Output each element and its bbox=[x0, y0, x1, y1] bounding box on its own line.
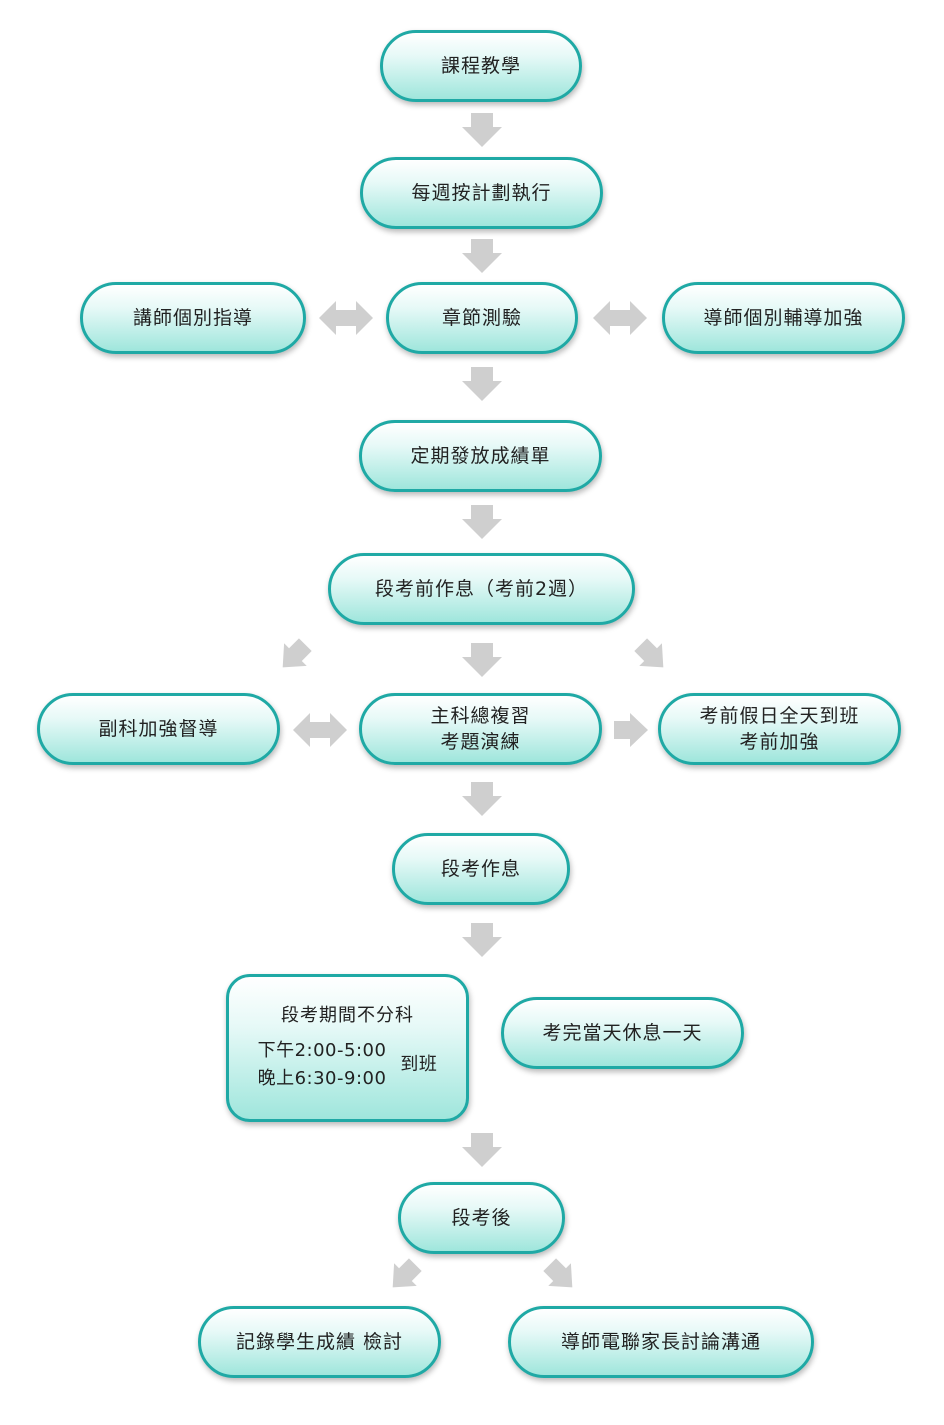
node-exam-period-body: 下午2:00-5:00 晚上6:30-9:00 到班 bbox=[258, 1037, 438, 1093]
node-lecturer-guidance: 講師個別指導 bbox=[80, 282, 306, 354]
node-main-subjects-line-1: 主科總複習 bbox=[430, 705, 531, 727]
node-chapter-quiz-label: 章節測驗 bbox=[441, 307, 522, 329]
node-holiday-review: 考前假日全天到班 考前加強 bbox=[658, 693, 901, 765]
node-main-subjects-line-2: 考題演練 bbox=[440, 731, 521, 753]
node-weekly-plan-label: 每週按計劃執行 bbox=[411, 182, 552, 204]
node-record-scores: 記錄學生成績 檢討 bbox=[198, 1306, 441, 1378]
node-chapter-quiz: 章節測驗 bbox=[386, 282, 578, 354]
node-teaching-label: 課程教學 bbox=[440, 55, 521, 77]
node-parent-contact-label: 導師電聯家長討論溝通 bbox=[560, 1331, 761, 1353]
node-lecturer-guidance-label: 講師個別指導 bbox=[132, 307, 253, 329]
node-minor-subjects: 副科加強督導 bbox=[37, 693, 280, 765]
node-main-subjects: 主科總複習 考題演練 bbox=[359, 693, 602, 765]
node-exam-schedule: 段考作息 bbox=[392, 833, 570, 905]
node-pre-exam-schedule-label: 段考前作息（考前2週） bbox=[374, 578, 589, 600]
node-minor-subjects-label: 副科加強督導 bbox=[98, 718, 219, 740]
node-exam-schedule-label: 段考作息 bbox=[440, 858, 521, 880]
node-exam-period-times: 下午2:00-5:00 晚上6:30-9:00 bbox=[258, 1037, 387, 1093]
node-pre-exam-schedule: 段考前作息（考前2週） bbox=[328, 553, 635, 625]
node-after-exam-label: 段考後 bbox=[451, 1207, 512, 1229]
node-report-card: 定期發放成績單 bbox=[359, 420, 602, 492]
node-rest-day: 考完當天休息一天 bbox=[501, 997, 744, 1069]
node-exam-period-title: 段考期間不分科 bbox=[281, 1005, 414, 1026]
node-tutor-guidance-label: 導師個別輔導加強 bbox=[703, 307, 864, 329]
node-exam-period: 段考期間不分科 下午2:00-5:00 晚上6:30-9:00 到班 bbox=[226, 974, 469, 1122]
node-parent-contact: 導師電聯家長討論溝通 bbox=[508, 1306, 814, 1378]
node-exam-period-time-evening: 晚上6:30-9:00 bbox=[257, 1068, 387, 1089]
node-after-exam: 段考後 bbox=[398, 1182, 565, 1254]
node-teaching: 課程教學 bbox=[380, 30, 582, 102]
node-holiday-review-line-2: 考前加強 bbox=[739, 731, 820, 753]
node-record-scores-label: 記錄學生成績 檢討 bbox=[235, 1331, 404, 1353]
node-exam-period-note: 到班 bbox=[400, 1054, 438, 1075]
node-holiday-review-line-1: 考前假日全天到班 bbox=[699, 705, 860, 727]
node-report-card-label: 定期發放成績單 bbox=[410, 445, 551, 467]
node-exam-period-time-afternoon: 下午2:00-5:00 bbox=[257, 1040, 387, 1061]
node-rest-day-label: 考完當天休息一天 bbox=[542, 1022, 703, 1044]
node-tutor-guidance: 導師個別輔導加強 bbox=[662, 282, 905, 354]
node-weekly-plan: 每週按計劃執行 bbox=[360, 157, 603, 229]
